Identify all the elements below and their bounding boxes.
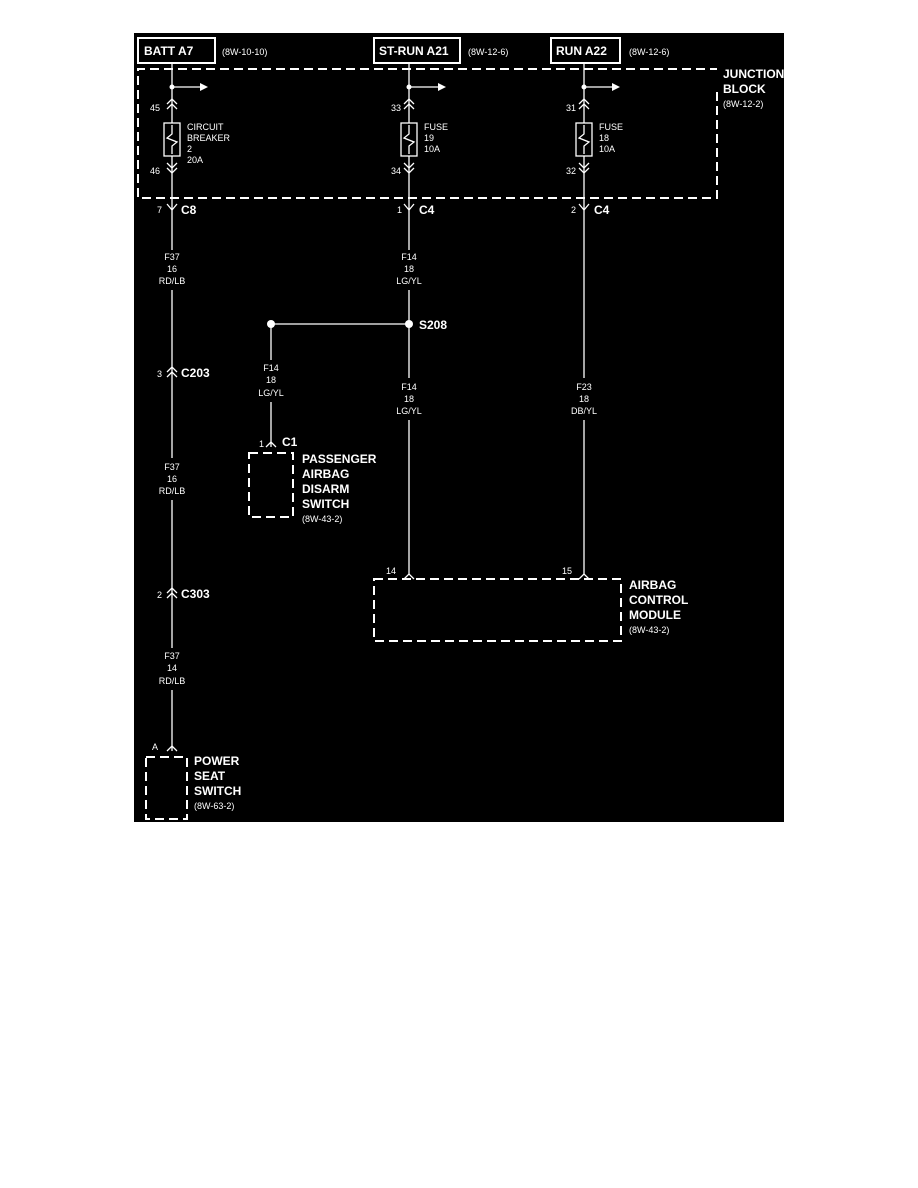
junction-block-title-2: BLOCK (723, 82, 766, 96)
fuse18-pin-in: 31 (566, 103, 576, 113)
arrow-right-icon (612, 83, 620, 91)
acm-label-2: CONTROL (629, 593, 688, 607)
junction-block: JUNCTION BLOCK (8W-12-2) (137, 67, 784, 199)
c1-pin: 1 (259, 439, 264, 449)
f37-bot-circuit: F37 (164, 651, 180, 661)
diagram-background (134, 33, 784, 822)
f14-top-circuit: F14 (401, 252, 417, 262)
junction-block-ref: (8W-12-2) (723, 99, 763, 109)
acm-pin-b: 15 (562, 566, 572, 576)
fuse18-label-3: 10A (599, 144, 615, 154)
fuse19-pin-in: 33 (391, 103, 401, 113)
connector-c303-icon (166, 587, 178, 599)
column-batt: 45 CIRCUIT BREAKER 2 20A 46 (150, 63, 231, 210)
seat-switch-label-3: SWITCH (194, 784, 241, 798)
f14-top-gauge: 18 (404, 264, 414, 274)
f37-bot-gauge: 14 (167, 663, 177, 673)
power-seat-switch: A POWER SEAT SWITCH (8W-63-2) (145, 742, 241, 820)
f37-top-gauge: 16 (167, 264, 177, 274)
c203-pin: 3 (157, 369, 162, 379)
c303-name: C303 (181, 587, 210, 601)
passenger-airbag-switch: 1 C1 PASSENGER AIRBAG DISARM SWITCH (8W-… (248, 435, 377, 524)
f37-mid-circuit: F37 (164, 462, 180, 472)
f14-left-circuit: F14 (263, 363, 279, 373)
airbag-control-module: 14 15 AIRBAG CONTROL MODULE (8W-43-2) (373, 566, 688, 642)
seat-switch-label-1: POWER (194, 754, 240, 768)
c4b-name: C4 (594, 203, 610, 217)
f23-circuit: F23 (576, 382, 592, 392)
c4a-pin: 1 (397, 205, 402, 215)
wire-f14-branch: F14 18 LG/YL (258, 324, 284, 447)
source-run-label: RUN A22 (556, 44, 607, 58)
f14-left-color: LG/YL (258, 388, 284, 398)
source-batt-label: BATT A7 (144, 44, 194, 58)
passenger-switch-label-2: AIRBAG (302, 467, 349, 481)
column-st-run: 33 FUSE 19 10A 34 (391, 63, 448, 210)
passenger-switch-label-3: DISARM (302, 482, 349, 496)
source-st-run-ref: (8W-12-6) (468, 47, 508, 57)
f23-gauge: 18 (579, 394, 589, 404)
f23-color: DB/YL (571, 406, 597, 416)
seat-switch-ref: (8W-63-2) (194, 801, 234, 811)
cb-pin-out: 46 (150, 166, 160, 176)
passenger-switch-label-1: PASSENGER (302, 452, 377, 466)
fuse19-label-1: FUSE (424, 122, 448, 132)
acm-ref: (8W-43-2) (629, 625, 669, 635)
cb-label-4: 20A (187, 155, 203, 165)
source-run-ref: (8W-12-6) (629, 47, 669, 57)
f37-mid-color: RD/LB (159, 486, 186, 496)
passenger-switch-label-4: SWITCH (302, 497, 349, 511)
cb-label-1: CIRCUIT (187, 122, 224, 132)
f14-top-color: LG/YL (396, 276, 422, 286)
fuse19-pin-out: 34 (391, 166, 401, 176)
source-batt-ref: (8W-10-10) (222, 47, 267, 57)
source-st-run-a21: ST-RUN A21 (8W-12-6) (373, 37, 508, 64)
f37-bot-color: RD/LB (159, 676, 186, 686)
wire-f14: F14 18 LG/YL S208 F14 18 LG/YL (267, 210, 447, 574)
fuse19-label-3: 10A (424, 144, 440, 154)
connector-c203-icon (166, 366, 178, 378)
passenger-switch-ref: (8W-43-2) (302, 514, 342, 524)
fuse18-label-1: FUSE (599, 122, 623, 132)
f37-top-circuit: F37 (164, 252, 180, 262)
wire-f23: F23 18 DB/YL (571, 210, 597, 574)
acm-label-3: MODULE (629, 608, 681, 622)
c8-pin: 7 (157, 205, 162, 215)
c1-name: C1 (282, 435, 298, 449)
c303-pin: 2 (157, 590, 162, 600)
f37-mid-gauge: 16 (167, 474, 177, 484)
fuse18-pin-out: 32 (566, 166, 576, 176)
c4b-pin: 2 (571, 205, 576, 215)
source-run-a22: RUN A22 (8W-12-6) (550, 37, 669, 64)
cb-pin-in: 45 (150, 103, 160, 113)
c8-name: C8 (181, 203, 197, 217)
fuse19-label-2: 19 (424, 133, 434, 143)
f14-right-color: LG/YL (396, 406, 422, 416)
c203-name: C203 (181, 366, 210, 380)
arrow-right-icon (200, 83, 208, 91)
acm-label-1: AIRBAG (629, 578, 676, 592)
source-st-run-label: ST-RUN A21 (379, 44, 449, 58)
seat-switch-pin: A (152, 742, 158, 752)
arrow-right-icon (438, 83, 446, 91)
column-run: 31 FUSE 18 10A 32 (566, 63, 623, 210)
acm-pin-a: 14 (386, 566, 396, 576)
seat-switch-label-2: SEAT (194, 769, 226, 783)
cb-label-3: 2 (187, 144, 192, 154)
fuse18-label-2: 18 (599, 133, 609, 143)
junction-block-title-1: JUNCTION (723, 67, 784, 81)
c4a-name: C4 (419, 203, 435, 217)
source-batt-a7: BATT A7 (8W-10-10) (137, 37, 267, 64)
f14-right-gauge: 18 (404, 394, 414, 404)
splice-name: S208 (419, 318, 447, 332)
wire-f37: F37 16 RD/LB 3 C203 F37 16 RD/LB 2 C303 … (157, 210, 210, 751)
f14-left-gauge: 18 (266, 375, 276, 385)
f37-top-color: RD/LB (159, 276, 186, 286)
cb-label-2: BREAKER (187, 133, 231, 143)
f14-right-circuit: F14 (401, 382, 417, 392)
